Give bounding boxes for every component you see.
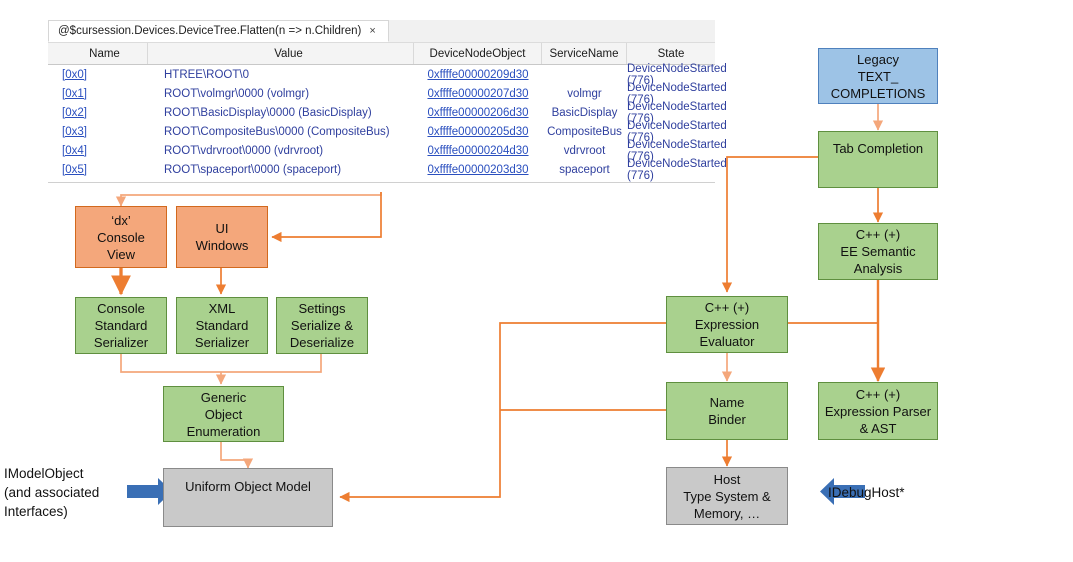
row-devicenodeobject-link[interactable]: 0xffffe00000206d30 [427,106,529,119]
row-servicename [542,65,627,84]
row-name-link[interactable]: [0x4] [62,144,87,157]
data-grid-window: @$cursession.Devices.DeviceTree.Flatten(… [48,20,727,183]
close-icon[interactable]: × [369,24,376,37]
grid-bottom-border [48,182,715,183]
row-state: DeviceNodeStarted (776) [627,157,727,182]
row-value: ROOT\CompositeBus\0000 (CompositeBus) [164,125,390,138]
table-row[interactable]: [0x1] ROOT\volmgr\0000 (volmgr) 0xffffe0… [48,81,727,106]
row-state: DeviceNodeStarted (776) [627,138,727,163]
table-row[interactable]: [0x3] ROOT\CompositeBus\0000 (CompositeB… [48,119,727,144]
row-name-link[interactable]: [0x1] [62,87,87,100]
column-header-name[interactable]: Name [48,43,148,64]
row-devicenodeobject-link[interactable]: 0xffffe00000204d30 [427,144,529,157]
row-state: DeviceNodeStarted (776) [627,81,727,106]
row-devicenodeobject-link[interactable]: 0xffffe00000209d30 [427,68,529,81]
table-row[interactable]: [0x0] HTREE\ROOT\0 0xffffe00000209d30 De… [48,62,727,87]
row-devicenodeobject-link[interactable]: 0xffffe00000203d30 [427,163,529,176]
row-value: ROOT\BasicDisplay\0000 (BasicDisplay) [164,106,372,119]
row-value: ROOT\volmgr\0000 (volmgr) [164,87,310,100]
row-name-link[interactable]: [0x3] [62,125,87,138]
column-header-state[interactable]: State [657,47,685,60]
row-servicename: spaceport [559,163,610,176]
row-devicenodeobject-link[interactable]: 0xffffe00000205d30 [427,125,529,138]
wire-grid-to-dx-console [115,192,382,207]
row-devicenodeobject-link[interactable]: 0xffffe00000207d30 [427,87,529,100]
column-header-devicenodeobject[interactable]: DeviceNodeObject [414,43,542,64]
table-row[interactable]: [0x4] ROOT\vdrvroot\0000 (vdrvroot) 0xff… [48,138,727,163]
node-tab-completion[interactable]: Tab Completion [818,131,938,188]
table-row[interactable]: [0x5] ROOT\spaceport\0000 (spaceport) 0x… [48,157,727,182]
wire-tabcompletion-to-evaluator [721,156,818,293]
row-servicename: vdrvroot [563,144,606,157]
row-value: ROOT\vdrvroot\0000 (vdrvroot) [164,144,324,157]
row-servicename: volmgr [567,87,602,100]
tab-device-tree-query[interactable]: @$cursession.Devices.DeviceTree.Flatten(… [48,20,389,42]
row-value: HTREE\ROOT\0 [164,68,249,81]
column-header-servicename[interactable]: ServiceName [542,43,627,64]
table-row[interactable]: [0x2] ROOT\BasicDisplay\0000 (BasicDispl… [48,100,727,125]
tab-label: @$cursession.Devices.DeviceTree.Flatten(… [58,25,362,37]
wire-generic-enum-to-uom [220,442,254,469]
node-uniform-object-model[interactable]: Uniform Object Model [163,468,333,527]
row-servicename: BasicDisplay [551,106,618,119]
row-name-link[interactable]: [0x0] [62,68,87,81]
row-value: ROOT\spaceport\0000 (spaceport) [164,163,342,176]
row-name-link[interactable]: [0x5] [62,163,87,176]
column-header-value[interactable]: Value [148,43,414,64]
wire-grid-to-ui-windows [271,192,382,243]
grid-header-row: Name Value DeviceNodeObject ServiceName … [48,42,715,65]
node-expression-parser-ast[interactable]: C++ (+)Expression Parser& AST [818,382,938,440]
row-name-link[interactable]: [0x2] [62,106,87,119]
tab-strip: @$cursession.Devices.DeviceTree.Flatten(… [48,20,715,43]
row-state: DeviceNodeStarted (776) [627,100,727,125]
row-servicename: CompositeBus [547,125,622,138]
row-state: DeviceNodeStarted (776) [627,62,727,87]
wire-evaluator-to-uom [339,322,666,503]
label-idebughost: IDebugHost* [828,485,905,500]
results-grid: Name Value DeviceNodeObject ServiceName … [48,42,727,182]
wire-serializers-bus [120,354,322,373]
row-state: DeviceNodeStarted (776) [627,119,727,144]
